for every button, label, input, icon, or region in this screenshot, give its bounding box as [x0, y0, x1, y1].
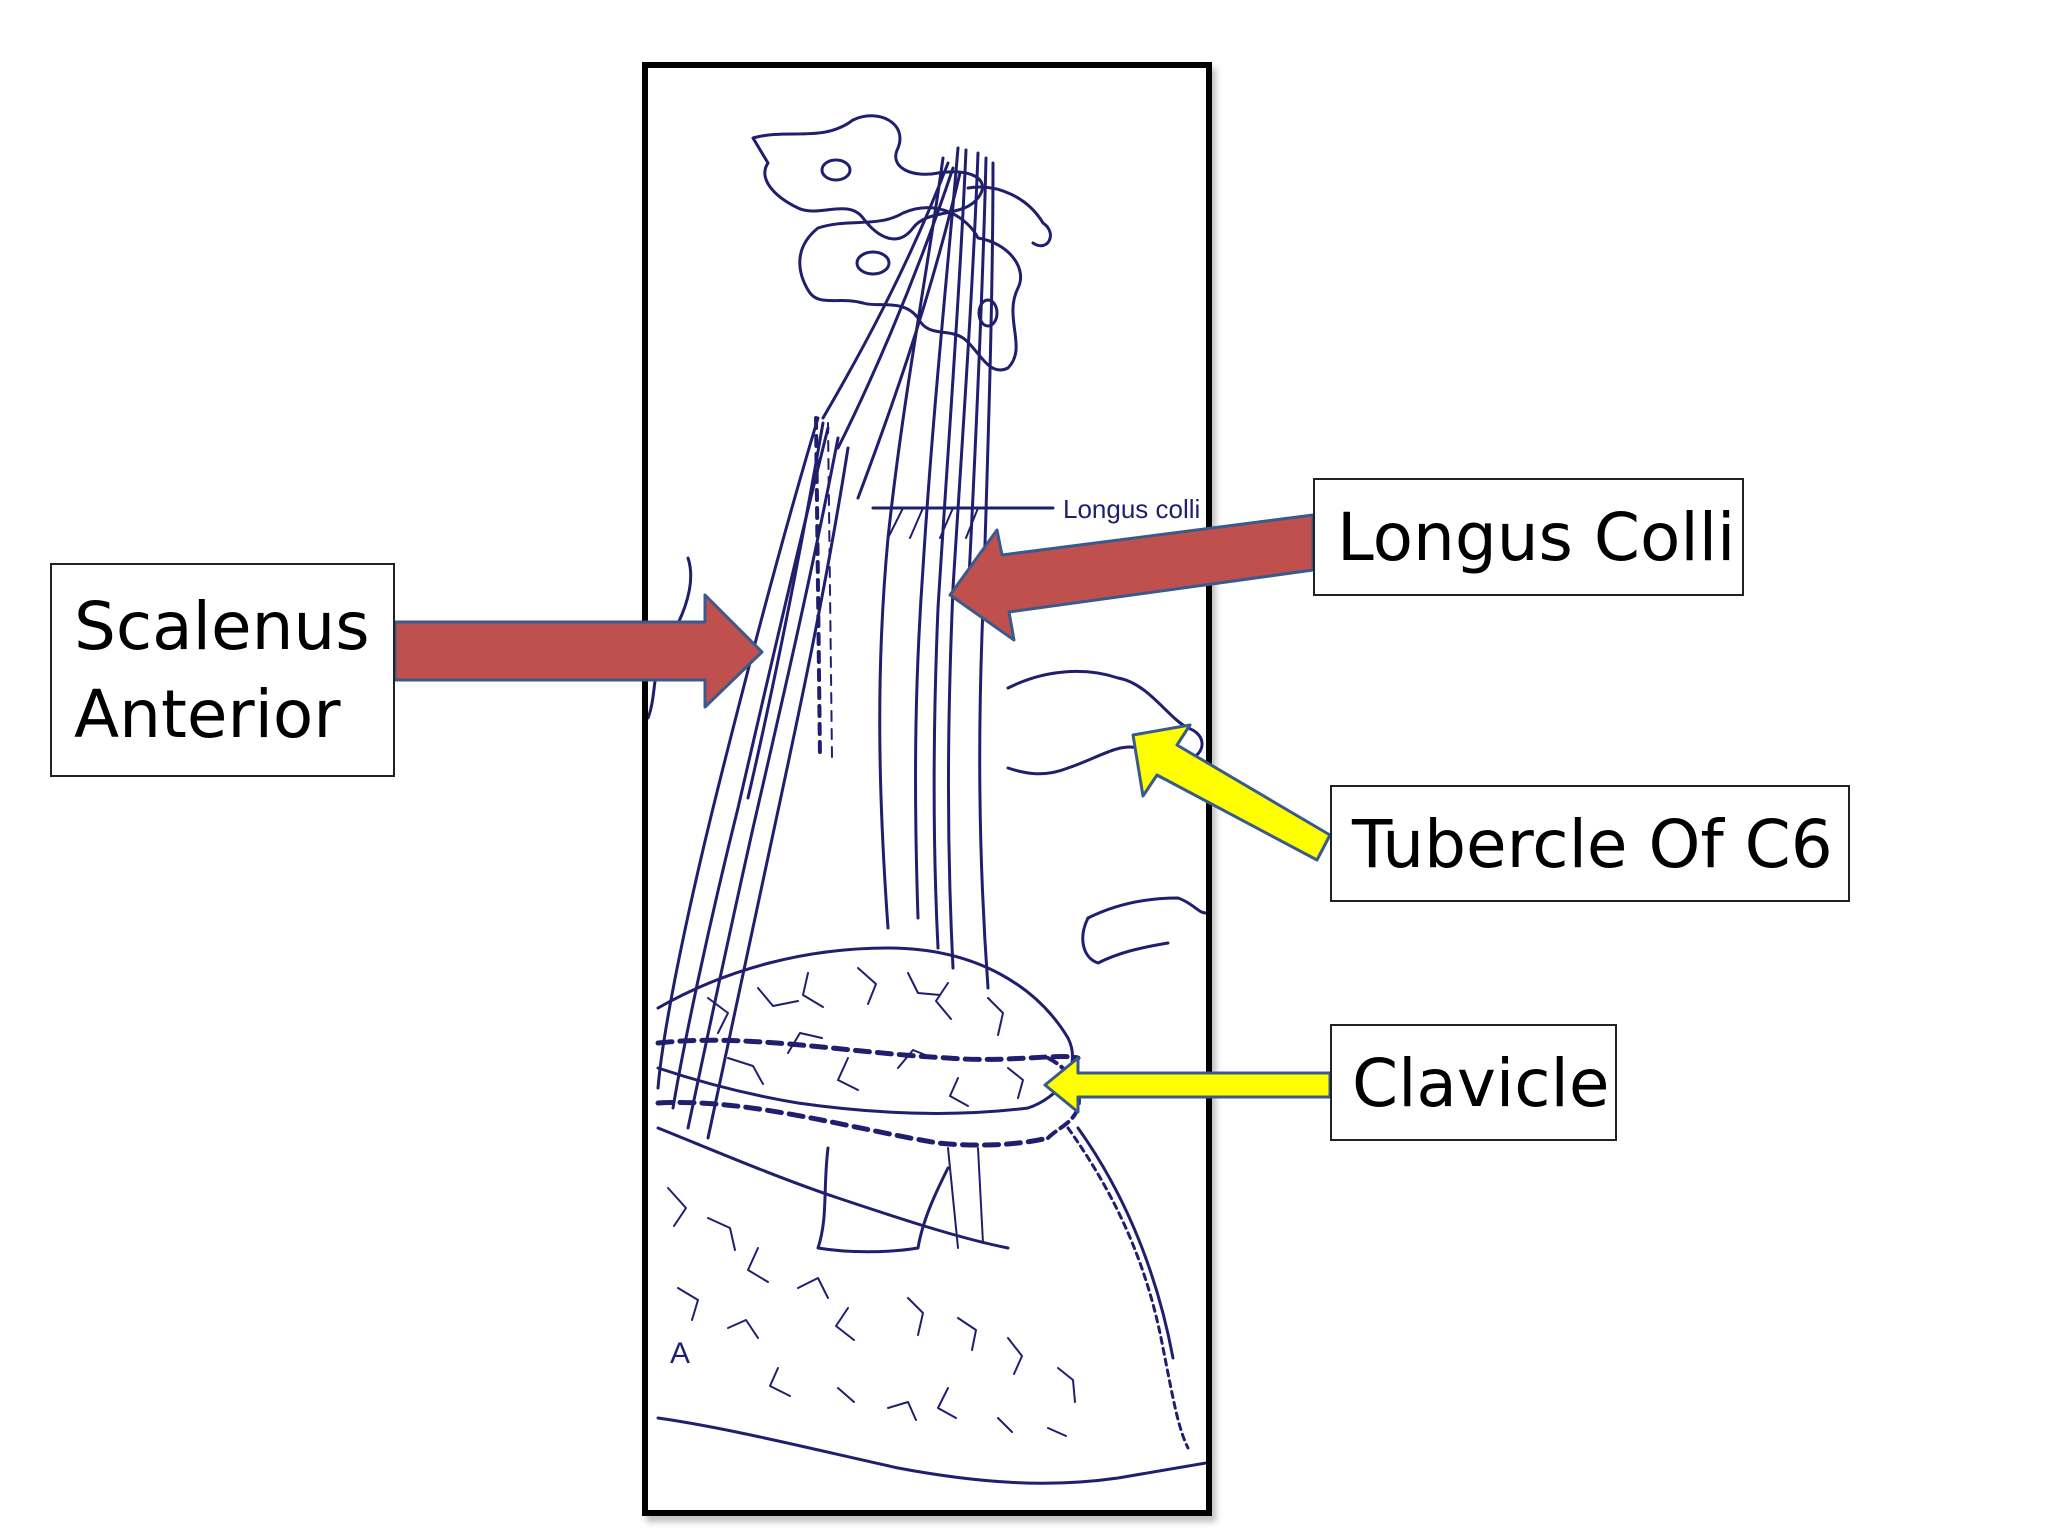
scalenus-anterior-label: Scalenus Anterior [50, 563, 395, 777]
scalenus-label-line1: Scalenus [74, 588, 370, 665]
tubercle-c6-label: Tubercle Of C6 [1330, 785, 1850, 902]
panel-letter: A [670, 1337, 690, 1370]
longus-colli-arrow [948, 513, 1315, 642]
longus-colli-inner-label: Longus colli [1063, 494, 1200, 524]
clavicle-arrow [1043, 1056, 1332, 1114]
longus-colli-label: Longus Colli [1313, 478, 1744, 596]
scalenus-arrow [393, 593, 764, 709]
anatomy-figure: Longus colli A [642, 62, 1212, 1516]
tubercle-arrow [1131, 723, 1332, 862]
tubercle-c6 [1006, 670, 1204, 776]
vertebra-c1 [751, 114, 984, 241]
clavicle-label: Clavicle [1330, 1024, 1617, 1141]
scalenus-label-line2: Anterior [74, 676, 341, 753]
vertebra-foramen [820, 158, 852, 182]
vertebra-c2 [798, 206, 1023, 372]
